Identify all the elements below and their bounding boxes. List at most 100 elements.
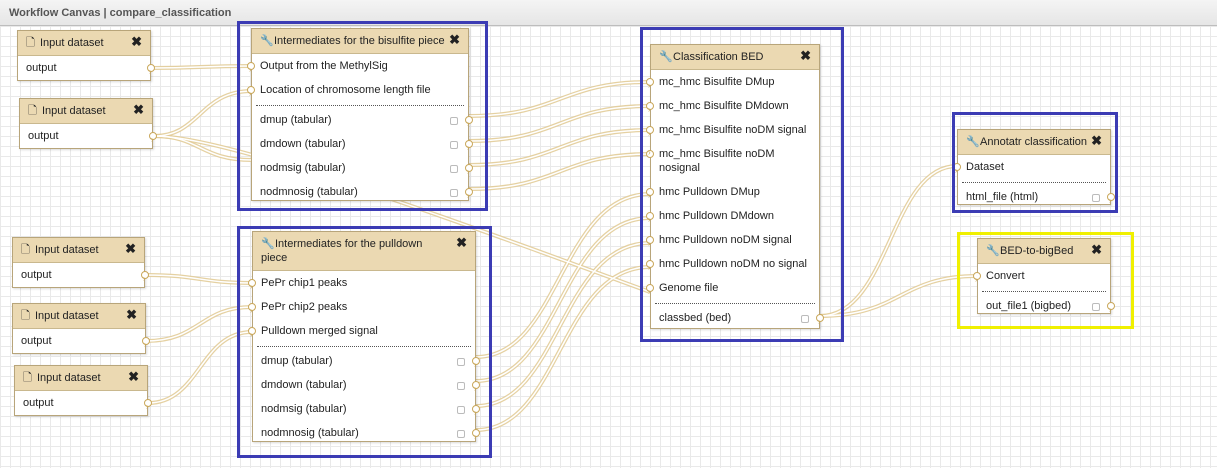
output-terminal[interactable]	[816, 310, 824, 334]
input-dataset-node-5[interactable]: 🗋Input dataset✖ output	[14, 365, 152, 419]
output-checkbox[interactable]	[457, 382, 465, 390]
output-checkbox[interactable]	[457, 406, 465, 414]
input-dataset-node-2[interactable]: 🗋Input dataset✖ output	[19, 98, 157, 152]
node-header[interactable]: 🗋Input dataset✖	[15, 366, 147, 391]
output-terminal[interactable]	[472, 353, 480, 377]
close-icon[interactable]: ✖	[1091, 133, 1102, 148]
output-terminal[interactable]	[465, 184, 473, 208]
node-header[interactable]: 🔧Classification BED✖	[651, 45, 819, 70]
output-terminal[interactable]	[465, 112, 473, 136]
node-header[interactable]: 🗋Input dataset✖	[18, 31, 150, 56]
output-terminal[interactable]	[465, 160, 473, 184]
file-icon: 🗋	[28, 105, 37, 117]
input-terminal[interactable]	[248, 323, 256, 347]
input-terminal[interactable]	[247, 58, 255, 82]
close-icon[interactable]: ✖	[126, 307, 137, 322]
close-icon[interactable]: ✖	[449, 32, 460, 47]
output-terminal[interactable]	[147, 60, 155, 84]
node-header[interactable]: 🔧Intermediates for the bisulfite piece✖	[252, 29, 468, 54]
input-label: PePr chip2 peaks	[261, 301, 348, 313]
input-label: Genome file	[659, 282, 719, 294]
output-label: nodmsig (tabular)	[261, 403, 347, 415]
close-icon[interactable]: ✖	[125, 241, 136, 256]
input-label: Location of chromosome length file	[260, 84, 431, 96]
input-terminal[interactable]	[646, 280, 654, 304]
bed-to-bigbed-node[interactable]: 🔧BED-to-bigBed✖ Convert out_file1 (bigbe…	[973, 238, 1115, 322]
input-terminal[interactable]	[248, 299, 256, 323]
output-terminal[interactable]	[141, 267, 149, 291]
output-row: output	[13, 329, 150, 357]
output-terminal[interactable]	[142, 333, 150, 357]
output-terminal[interactable]	[472, 401, 480, 425]
output-row: output	[18, 56, 155, 84]
input-row: Location of chromosome length file	[247, 78, 468, 106]
output-checkbox[interactable]	[457, 430, 465, 438]
input-row: PePr chip2 peaks	[248, 295, 475, 323]
output-terminal[interactable]	[472, 377, 480, 401]
output-row: output	[13, 263, 149, 291]
output-terminal[interactable]	[1107, 189, 1115, 213]
wrench-icon: 🔧	[260, 35, 274, 47]
divider	[982, 291, 1106, 292]
input-row: hmc Pulldown DMdown	[646, 204, 819, 232]
input-terminal[interactable]	[646, 74, 654, 98]
node-header[interactable]: 🔧Annotatr classification✖	[958, 130, 1110, 155]
output-checkbox[interactable]	[450, 165, 458, 173]
input-terminal[interactable]	[646, 98, 654, 122]
node-header[interactable]: 🗋 Input dataset ✖	[20, 99, 152, 124]
close-icon[interactable]: ✖	[800, 48, 811, 63]
pulldown-intermediates-node[interactable]: 🔧Intermediates for the pulldown piece✖ P…	[248, 231, 480, 449]
output-checkbox[interactable]	[450, 141, 458, 149]
output-terminal[interactable]	[465, 136, 473, 160]
node-header[interactable]: 🔧BED-to-bigBed✖	[978, 239, 1110, 264]
output-terminal[interactable]	[149, 128, 157, 152]
bisulfite-intermediates-node[interactable]: 🔧Intermediates for the bisulfite piece✖ …	[247, 28, 473, 208]
node-header[interactable]: 🔧Intermediates for the pulldown piece✖	[253, 232, 475, 271]
node-title: Input dataset	[40, 37, 104, 49]
output-row: dmdown (tabular)	[253, 373, 480, 401]
close-icon[interactable]: ✖	[131, 34, 142, 49]
input-terminal[interactable]	[973, 268, 981, 292]
node-header[interactable]: 🗋Input dataset✖	[13, 304, 145, 329]
close-icon[interactable]: ✖	[456, 235, 467, 250]
file-icon: 🗋	[21, 244, 30, 256]
input-terminal[interactable]	[646, 256, 654, 280]
output-label: output	[21, 269, 52, 281]
classification-bed-node[interactable]: 🔧Classification BED✖ mc_hmc Bisulfite DM…	[646, 44, 824, 334]
output-terminal[interactable]	[472, 425, 480, 449]
output-label: output	[23, 397, 54, 409]
input-terminal[interactable]	[248, 275, 256, 299]
input-row: mc_hmc Bisulfite DMdown	[646, 94, 819, 122]
input-dataset-node-4[interactable]: 🗋Input dataset✖ output	[12, 303, 150, 357]
input-terminal[interactable]	[646, 122, 654, 146]
output-checkbox[interactable]	[801, 315, 809, 323]
input-dataset-node-3[interactable]: 🗋Input dataset✖ output	[12, 237, 149, 291]
output-terminal[interactable]	[1107, 298, 1115, 322]
node-header[interactable]: 🗋Input dataset✖	[13, 238, 144, 263]
output-checkbox[interactable]	[1092, 303, 1100, 311]
input-terminal[interactable]	[646, 184, 654, 208]
input-row: Pulldown merged signal	[248, 319, 475, 347]
input-terminal[interactable]	[646, 146, 654, 160]
close-icon[interactable]: ✖	[128, 369, 139, 384]
output-checkbox[interactable]	[457, 358, 465, 366]
input-terminal[interactable]	[953, 159, 961, 183]
output-checkbox[interactable]	[450, 117, 458, 125]
file-icon: 🗋	[21, 310, 30, 322]
output-terminal[interactable]	[144, 395, 152, 419]
input-dataset-node-1[interactable]: 🗋Input dataset✖ output	[17, 30, 155, 84]
input-terminal[interactable]	[247, 82, 255, 106]
window-title: Workflow Canvas | compare_classification	[9, 7, 232, 19]
output-checkbox[interactable]	[1092, 194, 1100, 202]
annotatr-classification-node[interactable]: 🔧Annotatr classification✖ Dataset html_f…	[953, 129, 1115, 213]
close-icon[interactable]: ✖	[133, 102, 144, 117]
input-terminal[interactable]	[646, 232, 654, 256]
input-row: hmc Pulldown DMup	[646, 180, 819, 208]
output-row: nodmnosig (tabular)	[252, 180, 473, 208]
input-label: Convert	[986, 270, 1025, 282]
input-terminal[interactable]	[646, 208, 654, 232]
close-icon[interactable]: ✖	[1091, 242, 1102, 257]
node-title: Input dataset	[42, 105, 106, 117]
output-checkbox[interactable]	[450, 189, 458, 197]
divider	[257, 346, 471, 347]
